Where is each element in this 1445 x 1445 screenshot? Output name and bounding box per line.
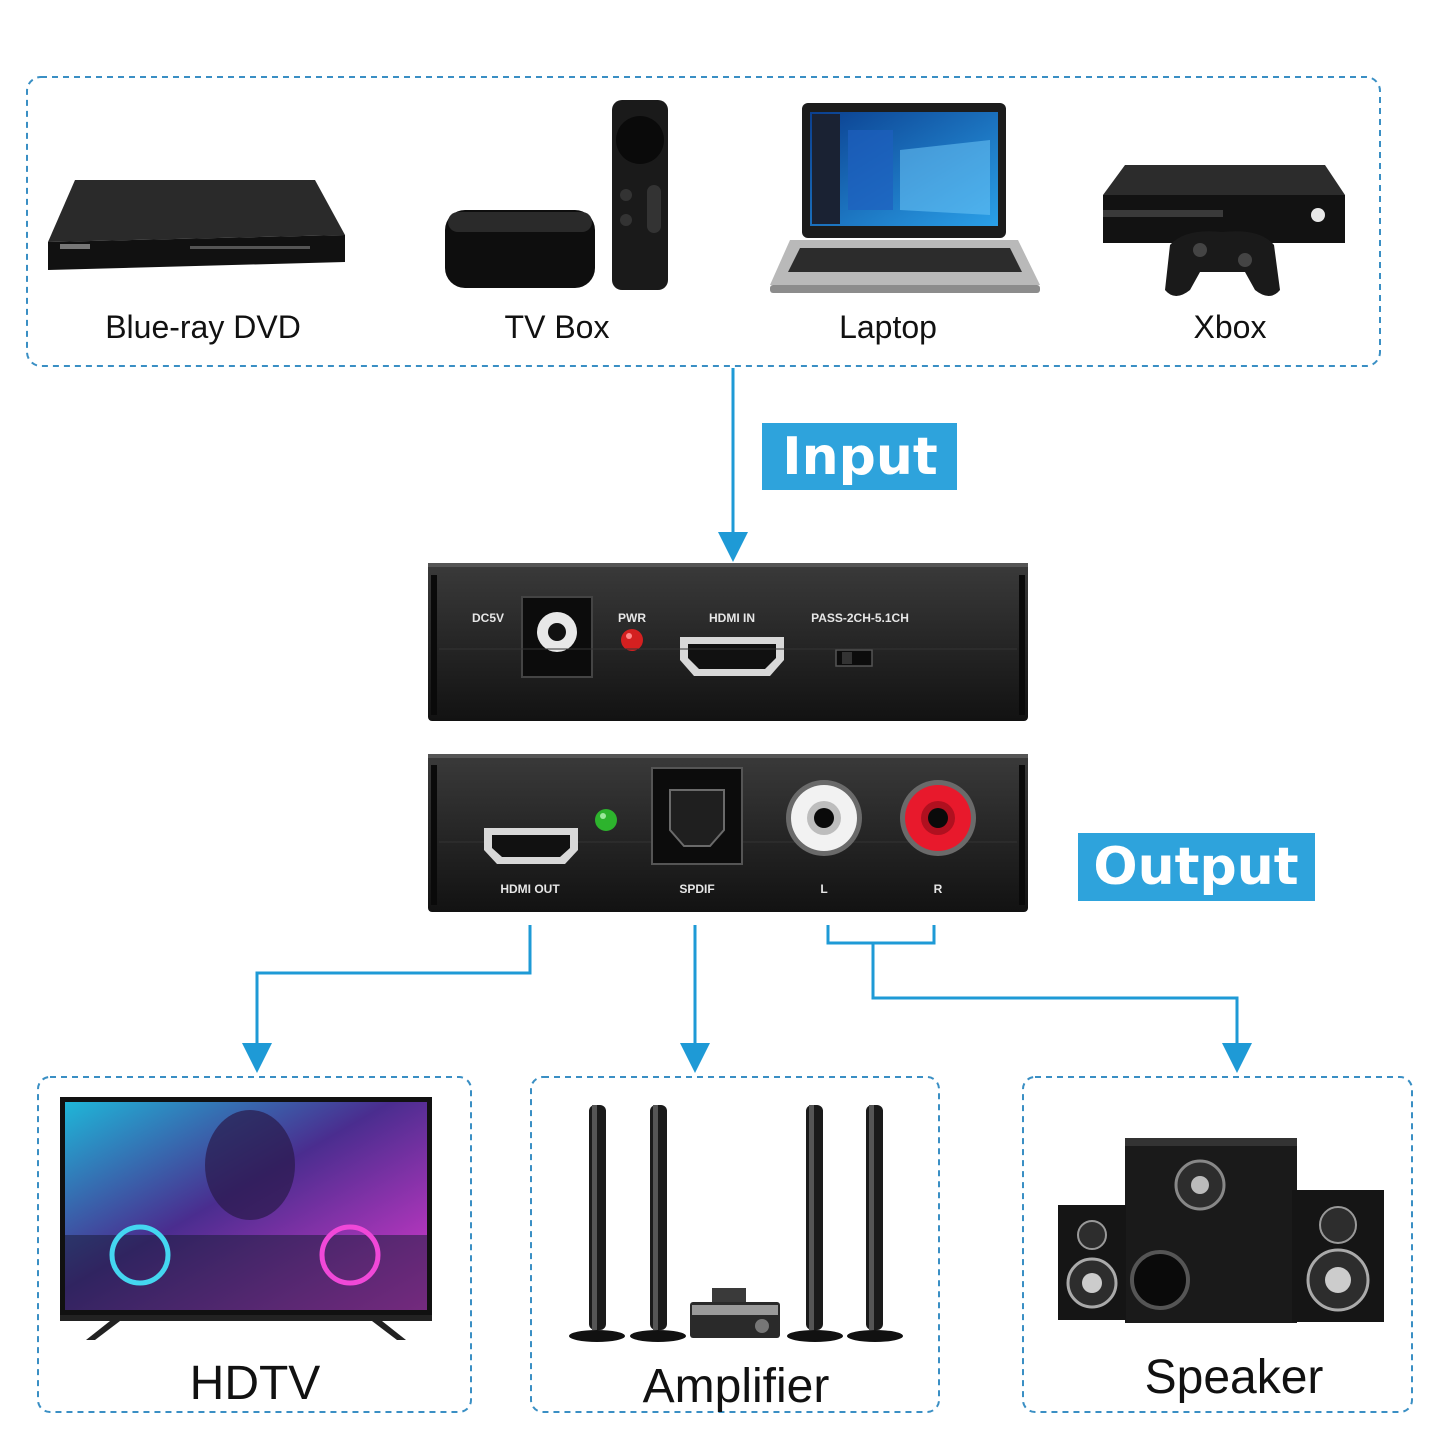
hdtv-arrowhead <box>242 1043 272 1073</box>
speaker-arrowhead <box>1222 1043 1252 1073</box>
converter-back-panel: HDMI OUT SPDIF L R <box>428 754 1028 912</box>
source-devices-frame <box>26 76 1381 367</box>
speaker-icon <box>1058 1138 1384 1323</box>
laptop-label: Laptop <box>839 309 937 345</box>
hdtv-label: HDTV <box>190 1357 321 1410</box>
output-tag <box>1078 833 1315 901</box>
switch-label: PASS-2CH-5.1CH <box>811 611 909 625</box>
speaker-frame <box>1022 1076 1413 1413</box>
status-led <box>595 809 617 831</box>
pwr-label: PWR <box>618 611 646 625</box>
bluray-player-icon <box>48 180 345 270</box>
converter-front-panel: DC5V PWR HDMI IN PASS-2CH-5.1CH <box>428 563 1028 721</box>
amplifier-icon <box>569 1105 903 1342</box>
amplifier-label: Amplifier <box>643 1360 830 1413</box>
hdmi-out-label: HDMI OUT <box>500 882 560 896</box>
bluray-label: Blue-ray DVD <box>105 309 301 345</box>
hdtv-icon <box>60 1097 432 1340</box>
tv-box-icon <box>445 100 668 290</box>
amplifier-arrowhead <box>680 1043 710 1073</box>
hdmi-in-label: HDMI IN <box>709 611 755 625</box>
xbox-label: Xbox <box>1194 309 1267 345</box>
mode-switch <box>835 649 873 667</box>
output-tag-text: Output <box>1093 837 1298 897</box>
hdmi-in-port <box>680 637 784 676</box>
pwr-led <box>621 629 643 651</box>
spdif-port <box>651 767 743 865</box>
speaker-label: Speaker <box>1145 1351 1324 1404</box>
rca-connector-bracket <box>826 925 936 945</box>
input-arrowhead <box>718 532 748 562</box>
hdmi-out-port <box>484 828 578 864</box>
dc5v-label: DC5V <box>472 611 504 625</box>
rca-left-port <box>786 780 862 856</box>
input-tag-text: Input <box>782 427 937 487</box>
xbox-icon <box>1103 165 1345 296</box>
amplifier-frame <box>530 1076 940 1413</box>
hdmi-out-connector-line <box>255 925 532 1045</box>
input-tag <box>762 423 957 490</box>
spdif-label: SPDIF <box>679 882 714 896</box>
l-label: L <box>820 882 827 896</box>
rca-connector-line <box>871 943 1239 1045</box>
rca-right-port <box>900 780 976 856</box>
tv-box-label: TV Box <box>505 309 610 345</box>
hdtv-frame <box>37 1076 472 1413</box>
r-label: R <box>934 882 943 896</box>
laptop-icon <box>770 103 1040 293</box>
